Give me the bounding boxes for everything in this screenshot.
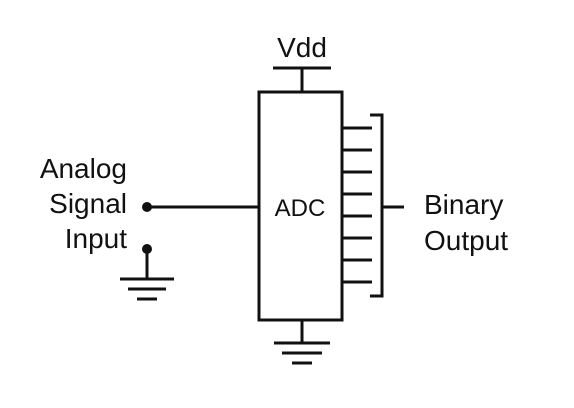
bus-bracket-icon xyxy=(370,113,404,298)
input-label-line2: Signal xyxy=(49,188,127,219)
output-bit-lines xyxy=(342,126,372,284)
output-label-line1: Binary xyxy=(424,189,503,220)
vdd-label: Vdd xyxy=(277,32,327,63)
input-label-line3: Input xyxy=(65,223,127,254)
adc-label: ADC xyxy=(275,195,326,222)
output-label-line2: Output xyxy=(424,225,508,256)
input-label-line1: Analog xyxy=(40,153,127,184)
input-ground-icon xyxy=(120,277,174,301)
adc-ground-icon xyxy=(274,341,330,365)
